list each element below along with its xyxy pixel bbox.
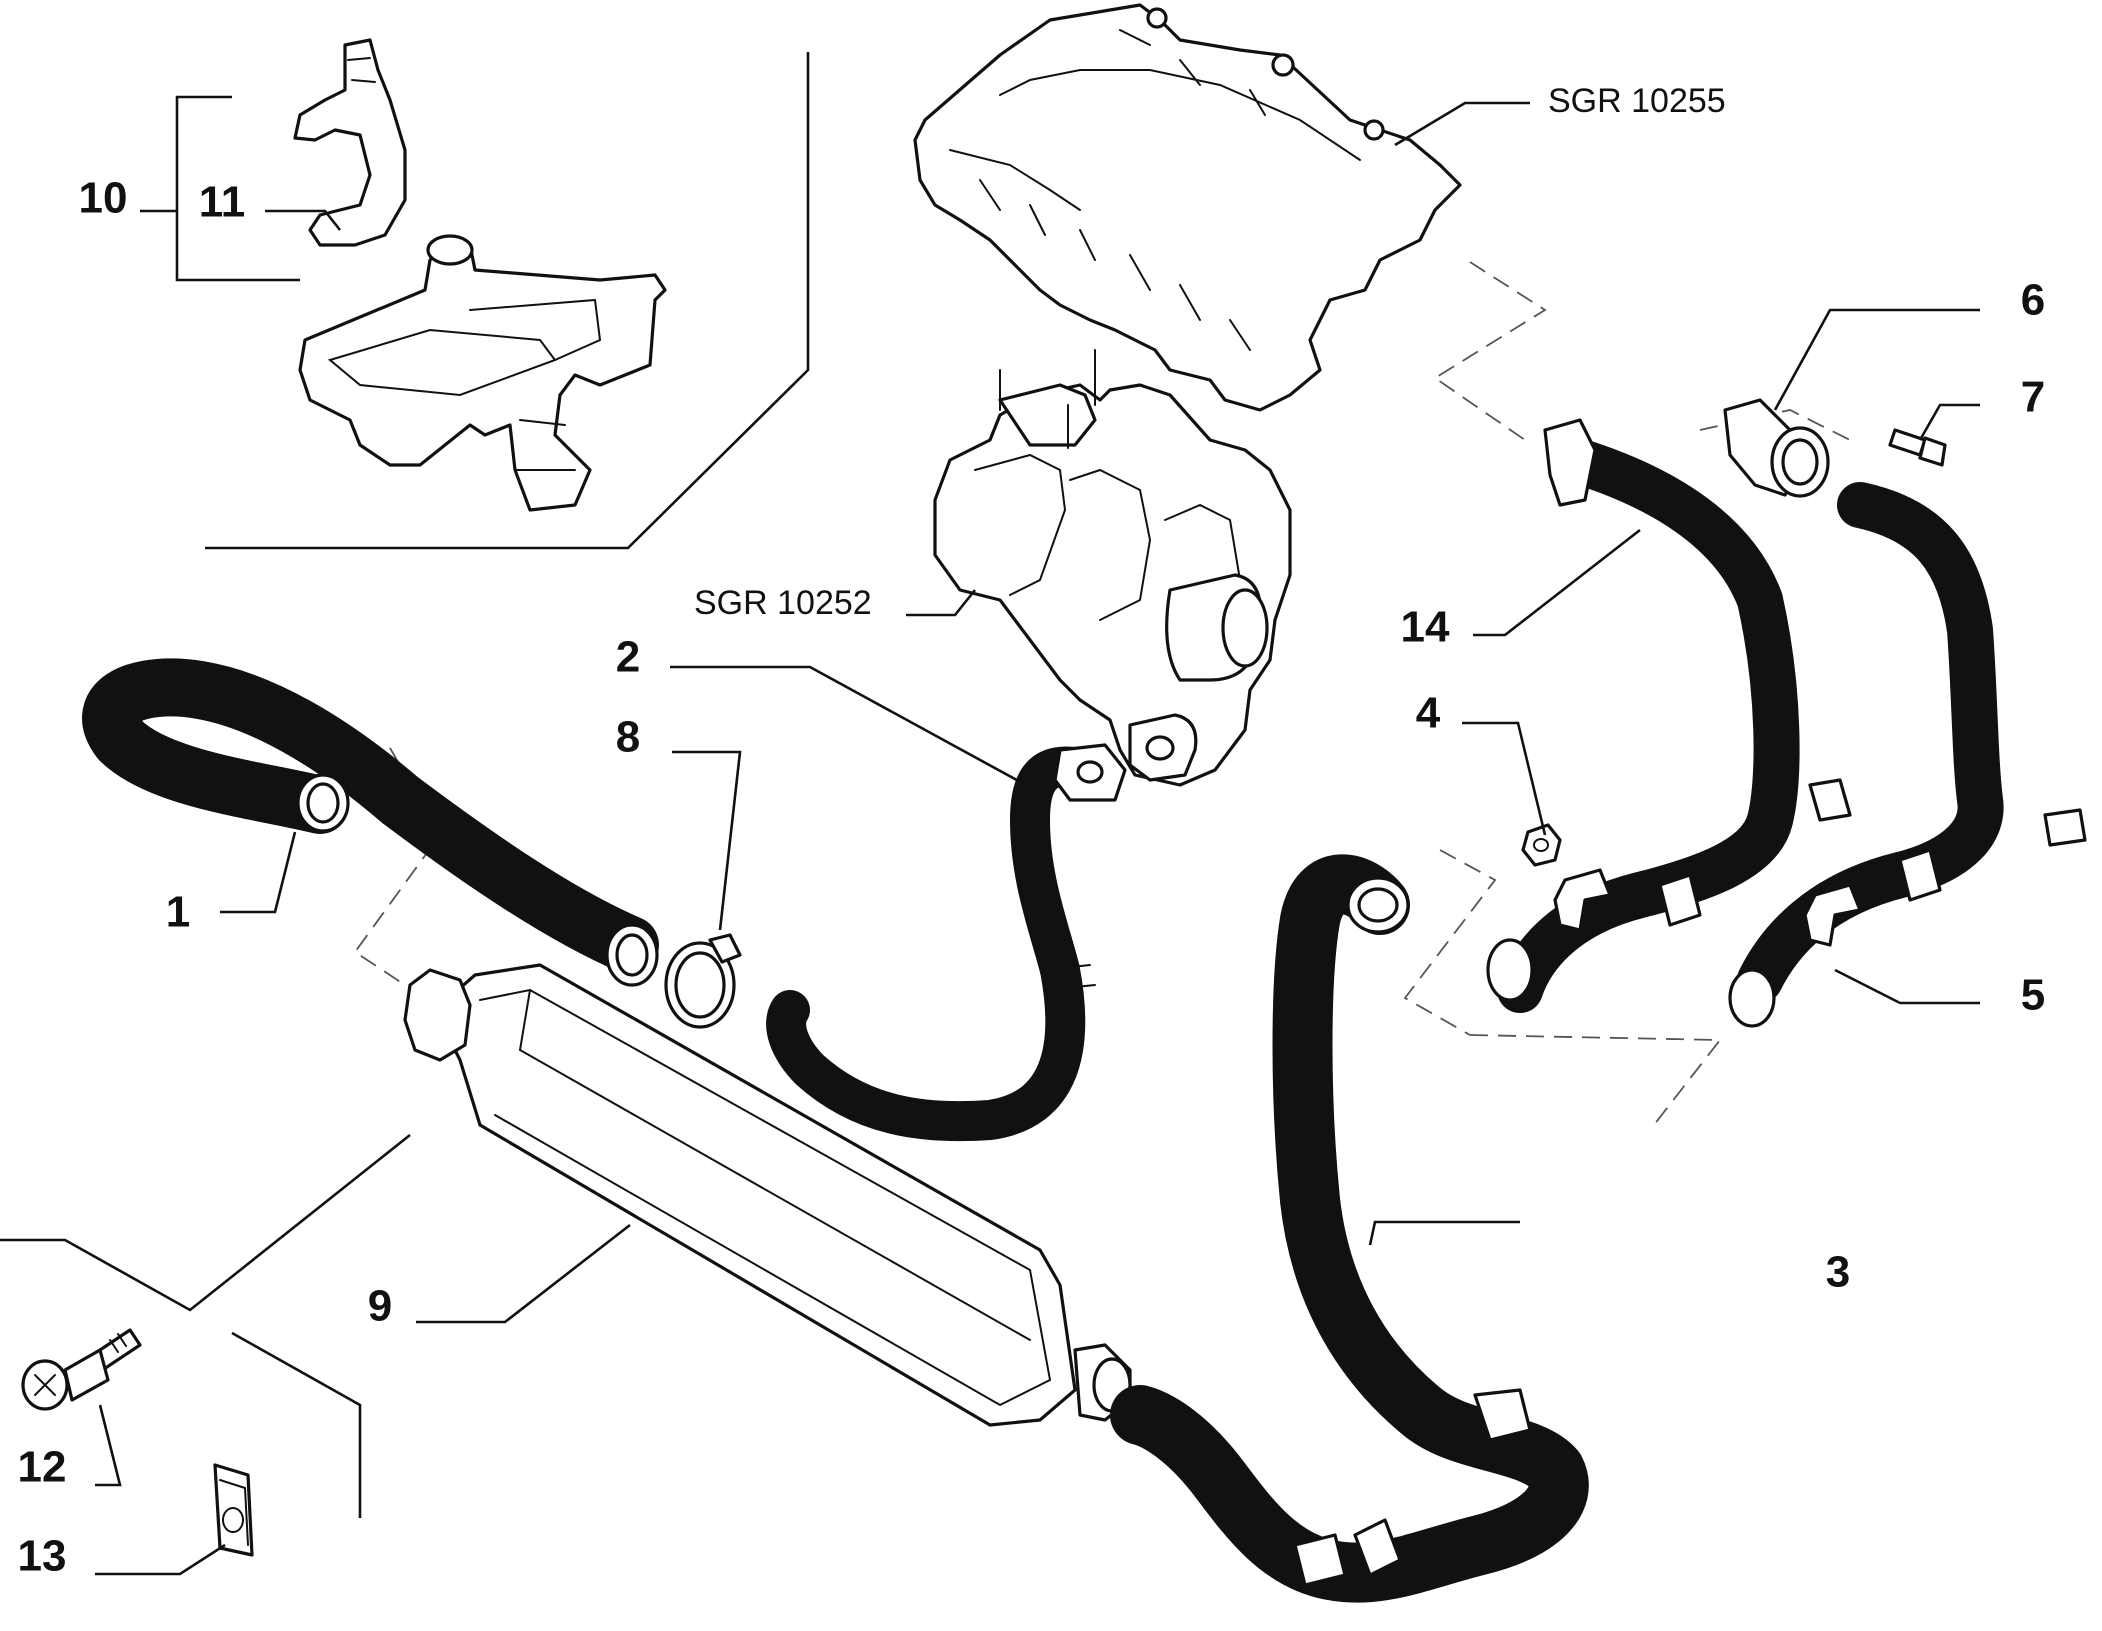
callout-7: 7 (2021, 373, 2045, 422)
callout-10: 10 (79, 174, 128, 223)
clip (293, 38, 407, 247)
pipe-part-14 (1486, 418, 1852, 1013)
fastener-frame (0, 1133, 411, 1518)
resonator-housing (298, 234, 667, 512)
hose-clamp-part-8 (664, 933, 742, 1029)
turbocharger (933, 349, 1292, 787)
callout-4: 4 (1416, 689, 1441, 738)
callout-3: 3 (1826, 1248, 1850, 1297)
callout-11: 11 (199, 178, 246, 227)
hose-part-1 (82, 658, 659, 987)
bolt-part-7 (1888, 428, 1947, 467)
intake-manifold (913, 3, 1462, 412)
hose-part-3 (1110, 854, 1589, 1603)
callout-12: 12 (18, 1443, 67, 1492)
callout-8: 8 (616, 713, 640, 762)
inset-frame (140, 52, 810, 550)
callout-13: 13 (18, 1532, 67, 1581)
clip-nut-part-13 (213, 1463, 254, 1557)
callout-9: 9 (368, 1282, 392, 1331)
screw-part-12 (21, 1328, 142, 1411)
reference-sgr-10255: SGR 10255 (1548, 82, 1726, 120)
turbo-pipe-part-2 (766, 743, 1127, 1142)
callout-1: 1 (166, 888, 190, 937)
nut-part-4 (1521, 823, 1562, 867)
pipe-brackets (1553, 868, 1862, 947)
callout-14: 14 (1401, 603, 1450, 652)
intercooler-part-9 (403, 963, 1132, 1427)
flange-fitting-part-6 (1723, 398, 1830, 498)
callout-2: 2 (616, 633, 640, 682)
callout-6: 6 (2021, 276, 2045, 325)
leader-lines (95, 101, 1980, 1576)
reference-sgr-10252: SGR 10252 (694, 584, 872, 622)
callout-5: 5 (2021, 971, 2045, 1020)
